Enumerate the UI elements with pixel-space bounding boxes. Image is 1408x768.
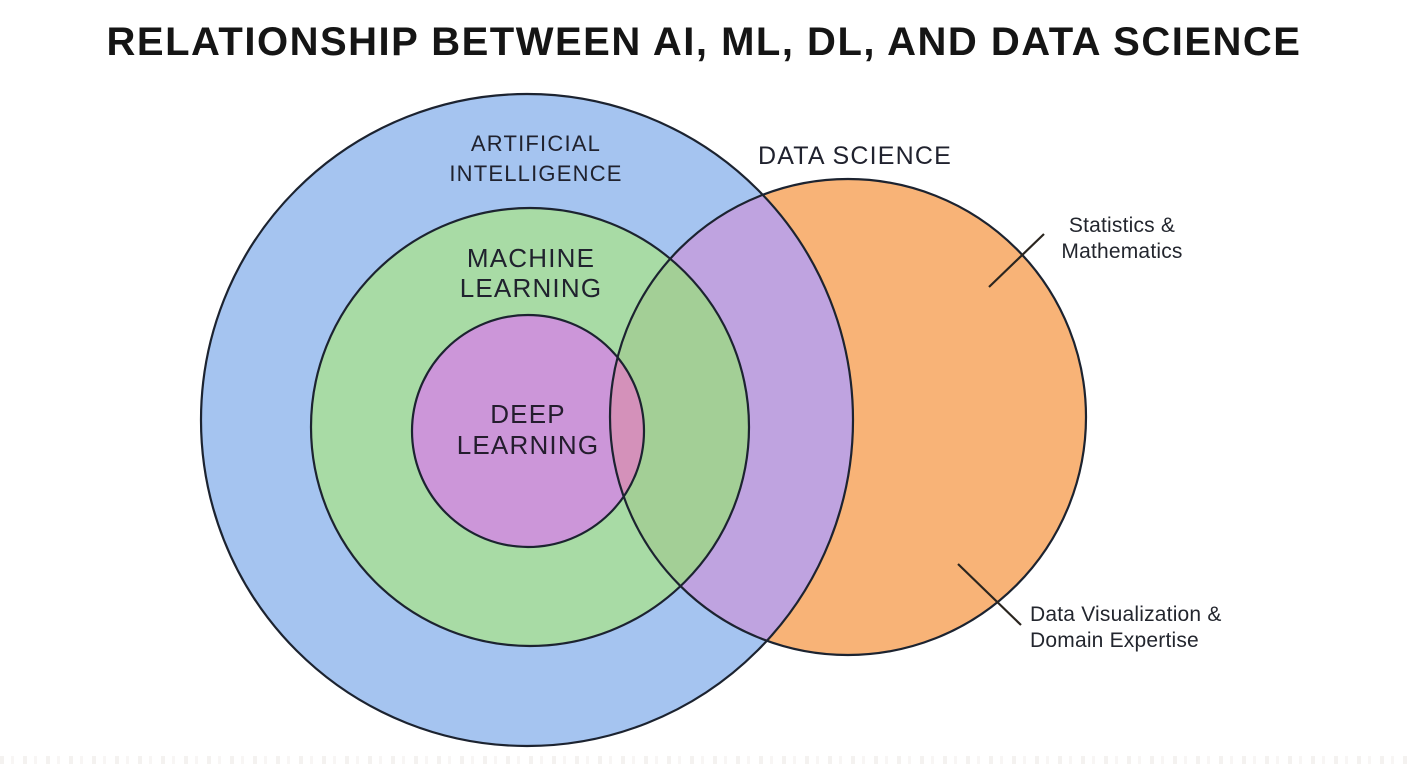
data-science-outline [608,177,1088,657]
machine-learning-outline [309,206,751,648]
ai-ds-overlap-region [610,179,853,655]
data-science-label: DATA SCIENCE [757,142,953,170]
statistics-mathematics-annotation: Statistics & Mathematics [1061,214,1183,263]
deep-learning-label: DEEP LEARNING [456,399,600,460]
bottom-edge-artifact [0,756,1408,764]
data-visualization-annotation: Data Visualization & Domain Expertise [1030,603,1222,652]
page-title: RELATIONSHIP BETWEEN AI, ML, DL, AND DAT… [106,20,1302,64]
ai-ds-overlap-fill [610,179,853,655]
artificial-intelligence-label: ARTIFICIAL INTELLIGENCE [449,131,623,186]
deep-learning-circle [412,315,644,547]
deep-learning-outline [410,313,646,549]
statistics-leader-line [988,233,1045,288]
dataviz-leader-line [957,563,1022,626]
artificial-intelligence-outline [199,92,855,748]
machine-learning-label: MACHINE LEARNING [459,243,603,303]
